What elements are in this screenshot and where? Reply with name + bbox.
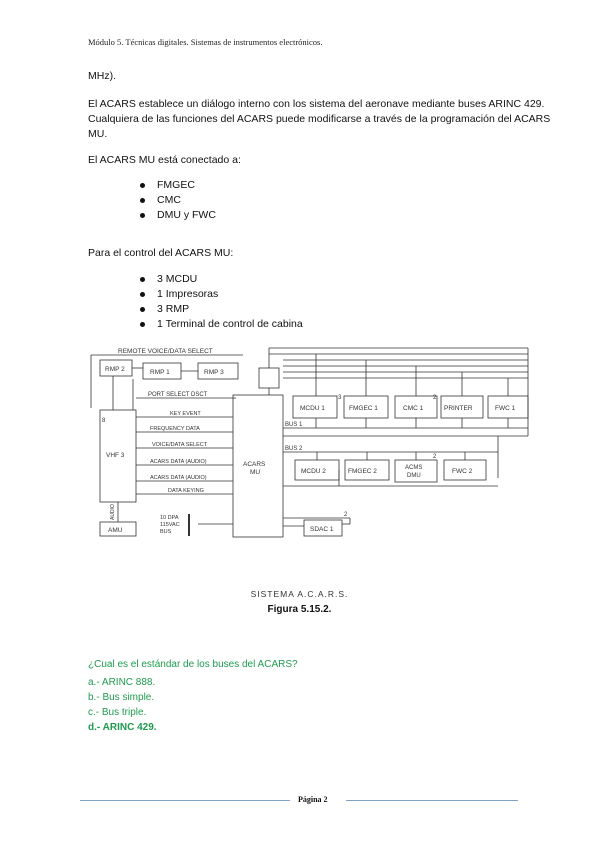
mcdu1-label: MCDU 1 (300, 405, 325, 412)
sdac1-box (303, 519, 343, 537)
label-num2a: 2 (433, 395, 437, 401)
system-caption: SISTEMA A.C.A.R.S. (250, 589, 349, 599)
list-item: 3 MCDU (88, 272, 303, 287)
fwc1-label: FWC 1 (495, 405, 516, 412)
label-num2c: 2 (344, 512, 348, 518)
label-dpa-3: BUS (160, 529, 172, 535)
footer-divider-left (80, 800, 290, 801)
acars-mu-label-1: ACARS (243, 461, 266, 468)
label-remote-select: REMOTE VOICE/DATA SELECT (118, 348, 213, 355)
label-num3: 3 (338, 395, 342, 401)
list-item: 3 RMP (88, 302, 303, 317)
fmgec2-label: FMGEC 2 (348, 468, 377, 475)
list-item: 1 Terminal de control de cabina (88, 317, 303, 332)
footer-divider-right (346, 800, 518, 801)
figure-caption: Figura 5.15.2. (267, 604, 332, 615)
label-port-select: PORT SELECT DSCT (148, 392, 208, 398)
bullet-icon (140, 183, 145, 188)
bullet-icon (140, 277, 145, 282)
label-acars-data-audio: ACARS DATA (AUDIO) (150, 459, 207, 465)
label-audio: AUDIO (110, 504, 116, 520)
label-num8: 8 (102, 418, 106, 424)
connected-list: FMGEC CMC DMU y FWC (88, 178, 216, 223)
fwc2-label: FWC 2 (452, 468, 473, 475)
control-title: Para el control del ACARS MU: (88, 247, 234, 259)
bullet-icon (140, 292, 145, 297)
bullet-icon (140, 322, 145, 327)
answer-b: b.- Bus simple. (88, 692, 155, 703)
rmp2-label: RMP 2 (105, 366, 125, 373)
bullet-icon (140, 213, 145, 218)
label-data-keying: DATA KEYING (168, 488, 204, 494)
amu-label: AMU (108, 527, 123, 534)
fmgec1-label: FMGEC 1 (349, 405, 378, 412)
cmc1-label: CMC 1 (403, 405, 424, 412)
page-number: Página 2 (298, 795, 328, 804)
mcdu2-label: MCDU 2 (301, 468, 326, 475)
acars-system-diagram: REMOTE VOICE/DATA SELECT RMP 2 RMP 1 RMP… (90, 347, 529, 538)
label-key-event: KEY EVENT (170, 411, 201, 417)
sdac1-label: SDAC 1 (310, 526, 334, 533)
acars-mu-box (232, 394, 284, 538)
rmp1-label: RMP 1 (150, 369, 170, 376)
question-text: ¿Cual es el estándar de los buses del AC… (88, 659, 298, 670)
acars-mu-label-2: MU (250, 469, 260, 476)
answer-a: a.- ARINC 888. (88, 677, 156, 688)
bullet-icon (140, 198, 145, 203)
bus1-label: BUS 1 (285, 422, 303, 428)
answer-d: d.- ARINC 429. (88, 722, 157, 733)
answer-c: c.- Bus triple. (88, 707, 147, 718)
page-header: Módulo 5. Técnicas digitales. Sistemas d… (88, 37, 323, 47)
list-item: 1 Impresoras (88, 287, 303, 302)
label-dpa-2: 115VAC (160, 522, 180, 528)
printer-label: PRINTER (444, 405, 473, 412)
mcdu1-box (292, 395, 338, 419)
acms-label: ACMS (405, 465, 422, 471)
connected-title: El ACARS MU está conectado a: (88, 154, 241, 166)
label-dpa-1: 10 DPA (160, 515, 179, 521)
label-voice-data-select: VOICE/DATA SELECT (152, 442, 208, 448)
rmp3-label: RMP 3 (204, 369, 224, 376)
control-list: 3 MCDU 1 Impresoras 3 RMP 1 Terminal de … (88, 272, 303, 332)
vhf3-label: VHF 3 (106, 452, 125, 459)
label-acars-data-audio-2: ACARS DATA (AUDIO) (150, 475, 207, 481)
list-item: FMGEC (88, 178, 216, 193)
label-num2b: 2 (433, 454, 437, 460)
dmu-label: DMU (407, 473, 421, 479)
list-item: CMC (88, 193, 216, 208)
question-block: ¿Cual es el estándar de los buses del AC… (88, 657, 298, 735)
bus2-label: BUS 2 (285, 446, 303, 452)
label-frequency-data: FREQUENCY DATA (150, 426, 200, 432)
antenna-box (258, 367, 280, 389)
intro-text: MHz). (88, 70, 116, 82)
paragraph-acars: El ACARS establece un diálogo interno co… (88, 98, 551, 140)
bullet-icon (140, 307, 145, 312)
list-item: DMU y FWC (88, 208, 216, 223)
